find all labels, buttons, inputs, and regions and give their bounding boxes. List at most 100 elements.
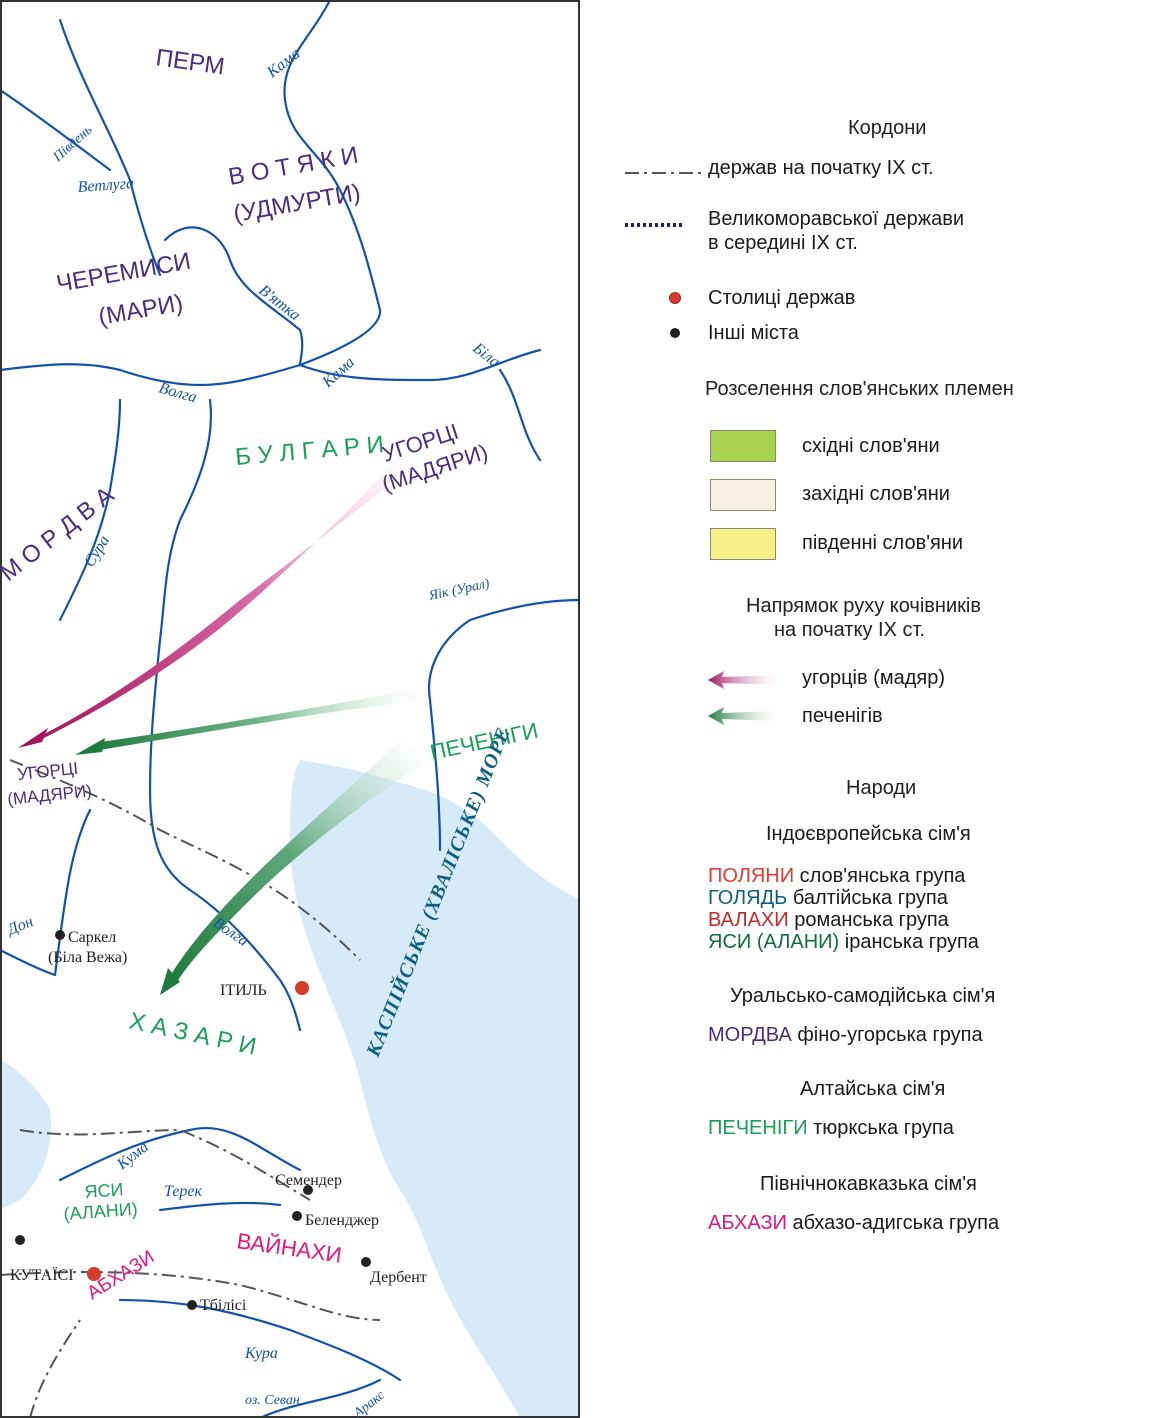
pecheneg-arrowhead — [75, 738, 105, 755]
legend-abkhazy-group: абхазо-адигська група — [786, 1212, 1000, 1234]
legend-mordva-group: фіно-угорська група — [791, 1024, 983, 1046]
river-sura — [58, 398, 122, 622]
river-kuma — [58, 1127, 302, 1182]
city-label-kutaisi: КУТАЇСІ — [10, 1266, 74, 1284]
legend-borders-title: Кордони — [848, 117, 927, 139]
legend-abkhazy-row: АБХАЗИ абхазо-адигська група — [708, 1212, 999, 1235]
city-label-derbent: Дербент — [370, 1269, 427, 1286]
legend-pechenihy-group: тюркська група — [807, 1117, 954, 1139]
legend-south-slavs-swatch — [710, 528, 776, 560]
legend-valakhy-group: романська група — [788, 909, 949, 931]
magyar-arrowhead — [18, 728, 48, 748]
legend-border-moravia-2: в середині ІХ ст. — [708, 232, 858, 254]
city-marker-unnamed — [15, 1235, 25, 1245]
people-yasy: ЯСИ — [84, 1179, 124, 1202]
magyar-migration-arrow — [30, 455, 425, 745]
legend-polyany: ПОЛЯНИ — [708, 865, 795, 887]
river-yaik — [428, 598, 580, 852]
legend-capitals: Столиці держав — [708, 287, 856, 309]
legend-altaic-family: Алтайська сім'я — [800, 1078, 946, 1100]
legend-mordva: МОРДВА — [708, 1024, 792, 1046]
legend-magyar-arrow-icon — [708, 671, 778, 689]
legend-pechenihy-row: ПЕЧЕНІГИ тюркська група — [708, 1117, 954, 1140]
rivers — [0, 0, 580, 1418]
legend-border-moravia: Великоморавської держави — [708, 208, 965, 230]
legend-golyad: ГОЛЯДЬ — [708, 887, 788, 909]
border-caucasus-2 — [0, 1271, 381, 1321]
river-volga-main — [148, 398, 302, 1032]
city-label-sarkel-alt: (Біла Вежа) — [48, 949, 127, 966]
city-label-semender: Семендер — [275, 1172, 342, 1189]
river-bila — [498, 368, 542, 462]
city-label-sarkel: Саркел — [68, 929, 116, 946]
legend-border-ix-line — [625, 172, 703, 174]
city-marker-sarkel — [55, 930, 65, 940]
legend-valakhy: ВАЛАХИ — [708, 909, 789, 931]
city-label-belendzher: Беленджер — [305, 1212, 379, 1229]
legend-east-slavs-swatch — [710, 430, 776, 462]
river-terek — [158, 1201, 282, 1212]
legend-magyars: угорців (мадяр) — [802, 667, 945, 689]
legend-movement-title-2: на початку ІХ ст. — [774, 619, 925, 641]
legend-yasy: ЯСИ (АЛАНИ) — [708, 931, 840, 953]
river-volga-upper — [0, 363, 302, 387]
river-kura — [118, 1298, 402, 1382]
capital-marker-kutaisi — [87, 1267, 101, 1281]
capital-marker-itil — [295, 981, 309, 995]
river-pivden — [0, 88, 112, 172]
border-caucasus-3 — [29, 1319, 81, 1418]
legend-movement-title: Напрямок руху кочівників — [746, 595, 981, 617]
river-kama-lower — [298, 348, 542, 382]
legend-pechenegs: печенігів — [802, 705, 883, 727]
caspian-sea — [290, 760, 580, 1418]
river-vyatka — [163, 226, 304, 367]
legend-west-slavs: західні слов'яни — [802, 483, 950, 505]
city-marker-derbent — [361, 1257, 371, 1267]
legend-border-ix: держав на початку ІХ ст. — [708, 157, 934, 179]
legend-golyad-group: балтійська група — [787, 887, 948, 909]
river-label-kura: Кура — [244, 1345, 278, 1362]
legend-pecheneg-arrow-icon — [708, 707, 778, 725]
legend-mordva-row: МОРДВА фіно-угорська група — [708, 1024, 983, 1047]
legend-indo-family: Індоєвропейська сім'я — [766, 823, 971, 845]
legend-other-cities: Інші міста — [708, 322, 799, 344]
legend-polyany-row: ПОЛЯНИ слов'янська група — [708, 865, 965, 888]
city-label-tbilisi: Тбілісі — [200, 1297, 247, 1314]
city-marker-belendzher — [292, 1211, 302, 1221]
river-araks — [258, 1378, 382, 1418]
river-kama-upper — [283, 0, 382, 367]
legend-golyad-row: ГОЛЯДЬ балтійська група — [708, 887, 948, 910]
city-marker-tbilisi — [187, 1300, 197, 1310]
pecheneg-arrowhead-south — [160, 968, 180, 995]
city-labels: Саркел (Біла Вежа) ІТИЛЬ Семендер Беленд… — [10, 929, 427, 1314]
water-west — [0, 1060, 51, 1210]
legend-city-icon — [670, 328, 680, 338]
legend-abkhazy: АБХАЗИ — [708, 1212, 787, 1234]
city-marker-semender — [303, 1185, 313, 1195]
legend-settlement-title: Розселення слов'янських племен — [705, 378, 1014, 400]
legend-peoples-title: Народи — [846, 777, 917, 799]
legend-valakhy-row: ВАЛАХИ романська група — [708, 909, 949, 932]
legend-caucasian-family: Північнокавказька сім'я — [760, 1173, 977, 1195]
legend-east-slavs: східні слов'яни — [802, 435, 940, 457]
legend-capital-icon — [670, 293, 680, 303]
legend-south-slavs: південні слов'яни — [802, 532, 964, 554]
lake-label-sevan: оз. Севан — [245, 1393, 300, 1408]
legend-uralic-family: Уральсько-самодійська сім'я — [730, 985, 996, 1007]
river-label-vetluga: Ветлуга — [77, 175, 134, 196]
legend-yasy-group: іранська група — [839, 931, 979, 953]
map-area: ПЕРМ В О Т Я К И (УДМУРТИ) ЧЕРЕМИСИ (МАР… — [0, 0, 580, 1418]
legend-west-slavs-swatch — [710, 479, 776, 511]
pecheneg-migration-arrow-south — [168, 740, 430, 985]
state-borders — [0, 759, 381, 1418]
legend-yasy-row: ЯСИ (АЛАНИ) іранська група — [708, 931, 979, 954]
river-label-terek: Терек — [164, 1183, 203, 1200]
legend-polyany-group: слов'янська група — [794, 865, 966, 887]
legend-border-moravia-line — [625, 223, 683, 227]
city-label-itil: ІТИЛЬ — [220, 982, 267, 999]
river-don — [0, 808, 92, 977]
river-vetluga — [58, 18, 162, 277]
pecheneg-migration-arrow — [90, 690, 430, 752]
legend-pechenihy: ПЕЧЕНІГИ — [708, 1117, 808, 1139]
